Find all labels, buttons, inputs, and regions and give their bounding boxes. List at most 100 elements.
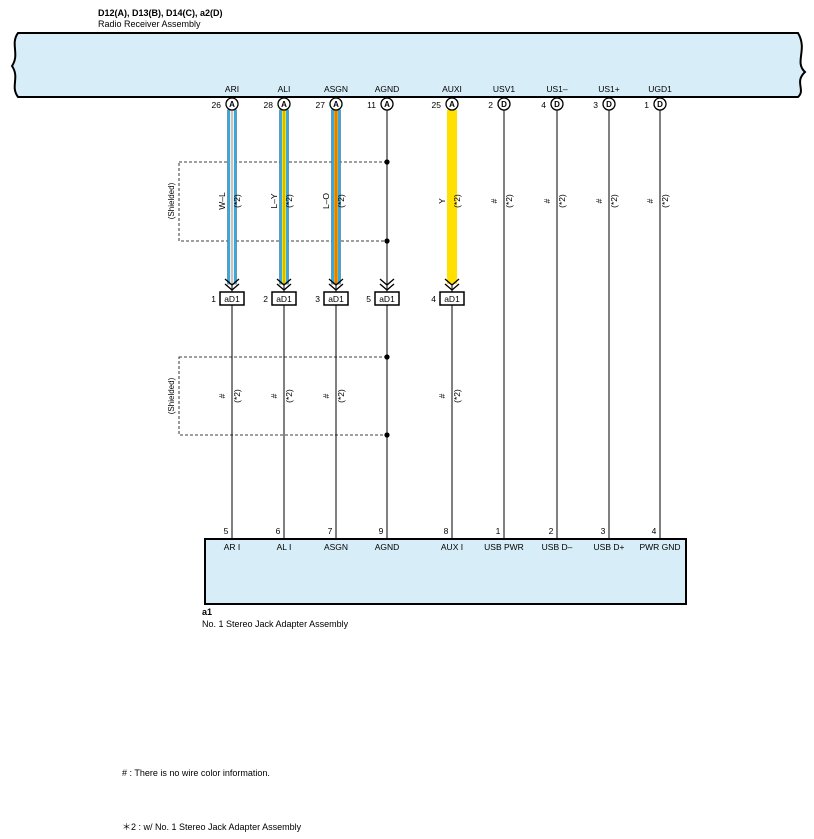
joint-pin-number: 5: [366, 294, 371, 304]
signal-label: USV1: [493, 84, 515, 94]
note-hash: # : There is no wire color information.: [122, 768, 270, 778]
connector-letter: A: [449, 100, 455, 109]
connector-codes: D12(A), D13(B), D14(C), a2(D): [98, 8, 223, 18]
connector-pin-circle: [225, 97, 239, 111]
wire-color-label: #: [542, 198, 552, 203]
adapter-pin-label: PWR GND: [639, 542, 680, 552]
wire-stripe: [227, 110, 230, 284]
wire-stripe: [279, 110, 282, 284]
connector-letter: D: [501, 100, 507, 109]
wire-color-label: L–Y: [269, 193, 279, 208]
pin-number: 25: [432, 100, 442, 110]
adapter-pin-label: USB D–: [542, 542, 573, 552]
adapter-pin-number: 5: [224, 526, 229, 536]
pin-number: 1: [644, 100, 649, 110]
signal-label: ALI: [278, 84, 291, 94]
pin-number: 3: [593, 100, 598, 110]
signal-label: AGND: [375, 84, 400, 94]
option-mark: (*2): [336, 194, 346, 208]
wire-color-label: #: [489, 198, 499, 203]
shield-label-upper: (Shielded): [167, 182, 176, 219]
option-mark: (*2): [504, 194, 514, 208]
adapter-pin-number: 4: [652, 526, 657, 536]
adapter-pin-number: 7: [328, 526, 333, 536]
signal-label: UGD1: [648, 84, 672, 94]
connector-letter: A: [229, 100, 235, 109]
adapter-pin-label: USB PWR: [484, 542, 524, 552]
pin-number: 4: [541, 100, 546, 110]
wire-color-label: #: [437, 393, 447, 398]
wire-color-label: #: [594, 198, 604, 203]
wire-color-label: #: [645, 198, 655, 203]
signal-label: US1+: [598, 84, 620, 94]
pin-number: 11: [367, 100, 376, 110]
connector-pin-circle: [380, 97, 394, 111]
wire-color-label: W–L: [217, 192, 227, 210]
option-mark: (*2): [284, 194, 294, 208]
adapter-pin-label: AL I: [277, 542, 292, 552]
connector-letter: A: [333, 100, 339, 109]
joint-pin-number: 3: [315, 294, 320, 304]
signal-label: US1–: [546, 84, 568, 94]
option-mark: (*2): [232, 389, 242, 403]
option-mark: (*2): [452, 389, 462, 403]
connector-pin-circle: [653, 97, 667, 111]
connector-pin-circle: [550, 97, 564, 111]
connector-pin-circle: [277, 97, 291, 111]
joint-label: aD1: [224, 294, 240, 304]
joint-pin-number: 1: [211, 294, 216, 304]
wire-stripe: [234, 110, 237, 284]
adapter-pin-label: AUX I: [441, 542, 463, 552]
connector-pin-circle: [329, 97, 343, 111]
adapter-pin-number: 2: [549, 526, 554, 536]
option-mark: (*2): [452, 194, 462, 208]
adapter-pin-number: 9: [379, 526, 384, 536]
connector-pin-circle: [497, 97, 511, 111]
option-mark: (*2): [557, 194, 567, 208]
wire-color-label: L–O: [321, 193, 331, 209]
wire-color-label: #: [269, 393, 279, 398]
wire-stripe: [286, 110, 289, 284]
option-mark: (*2): [284, 389, 294, 403]
adapter-pin-number: 6: [276, 526, 281, 536]
connector-letter: D: [606, 100, 612, 109]
adapter-name: No. 1 Stereo Jack Adapter Assembly: [202, 619, 349, 629]
wire-stripe: [338, 110, 341, 284]
adapter-body: [204, 538, 687, 605]
wire-color-label: #: [217, 393, 227, 398]
connector-letter: D: [554, 100, 560, 109]
pin-number: 28: [264, 100, 274, 110]
adapter-pin-number: 1: [496, 526, 501, 536]
pin-number: 2: [488, 100, 493, 110]
adapter-code: a1: [202, 607, 212, 617]
adapter-pin-label: ASGN: [324, 542, 348, 552]
note-star2: ＊2 : w/ No. 1 Stereo Jack Adapter Assemb…: [122, 822, 302, 832]
connector-pin-circle: [445, 97, 459, 111]
adapter-pin-label: AGND: [375, 542, 400, 552]
joint-label: aD1: [379, 294, 395, 304]
joint-label: aD1: [276, 294, 292, 304]
connector-pin-circle: [602, 97, 616, 111]
radio-receiver-body: [10, 32, 807, 98]
adapter-pin-label: USB D+: [594, 542, 625, 552]
connector-letter: D: [657, 100, 663, 109]
option-mark: (*2): [660, 194, 670, 208]
adapter-pin-number: 8: [444, 526, 449, 536]
joint-label: aD1: [444, 294, 460, 304]
signal-label: ASGN: [324, 84, 348, 94]
wire-solid: [447, 110, 457, 284]
joint-pin-number: 2: [263, 294, 268, 304]
connector-letter: A: [281, 100, 287, 109]
pin-number: 26: [212, 100, 222, 110]
adapter-pin-number: 3: [601, 526, 606, 536]
radio-assembly-name: Radio Receiver Assembly: [98, 19, 201, 29]
connector-letter: A: [384, 100, 390, 109]
joint-label: aD1: [328, 294, 344, 304]
wire-color-label: #: [321, 393, 331, 398]
signal-label: AUXI: [442, 84, 462, 94]
wire-stripe: [331, 110, 334, 284]
option-mark: (*2): [232, 194, 242, 208]
signal-label: ARI: [225, 84, 239, 94]
